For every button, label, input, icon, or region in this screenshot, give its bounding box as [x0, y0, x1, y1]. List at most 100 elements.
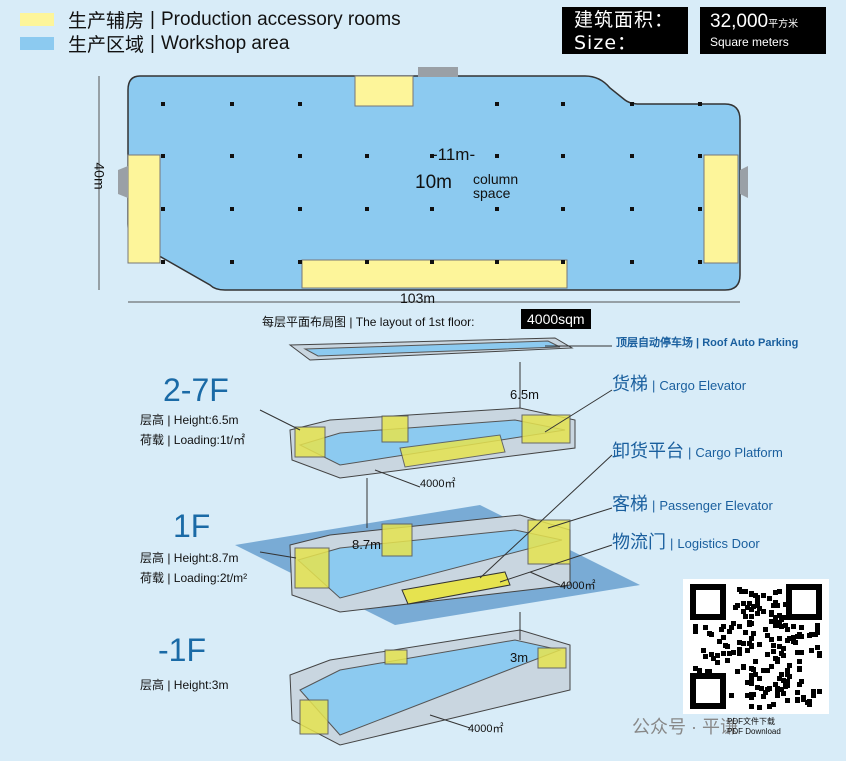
qr-module	[779, 617, 784, 622]
roof-parking-label: 顶层自动停车场 | Roof Auto Parking	[616, 337, 799, 349]
column-marker	[298, 260, 302, 264]
qr-module	[741, 609, 746, 614]
pdf-zh: PDF文件下载	[727, 717, 775, 726]
column-space-text: column space	[473, 172, 518, 200]
qr-module	[775, 693, 780, 698]
basement-gap-label: 3m	[510, 650, 529, 665]
size-label-zh: 建筑面积：	[574, 9, 675, 31]
cargo-elevator-callout: 货梯|Cargo Elevator	[612, 370, 746, 396]
qr-module	[765, 687, 770, 692]
qr-module	[731, 650, 736, 655]
legend-workshop-en: Workshop area	[160, 32, 290, 54]
qr-module	[745, 693, 750, 698]
upper-height: 层高 | Height:6.5m	[140, 413, 239, 427]
qr-module	[777, 613, 782, 618]
passenger-en: Passenger Elevator	[659, 498, 773, 513]
upper-loading: 荷载 | Loading:1t/㎡	[140, 433, 246, 447]
ground-specs: 层高 | Height:8.7m 荷载 | Loading:2t/m²	[140, 548, 247, 588]
qr-module	[743, 589, 748, 594]
logistics-door-callout: 物流门|Logistics Door	[612, 528, 760, 554]
callout-bar: |	[670, 536, 674, 551]
qr-module	[771, 603, 776, 608]
qr-module	[781, 691, 786, 696]
qr-module	[749, 636, 754, 641]
qr-module	[727, 651, 732, 656]
qr-module	[773, 619, 778, 624]
qr-module	[767, 596, 772, 601]
upper-core-long	[399, 434, 506, 468]
legend-workshop: 生产区域 | Workshop area	[20, 30, 289, 57]
qr-module	[775, 686, 780, 691]
qr-module	[749, 666, 754, 671]
qr-module	[749, 681, 754, 686]
qr-module	[779, 624, 784, 629]
qr-module	[777, 636, 782, 641]
column-marker	[298, 207, 302, 211]
qr-module	[751, 604, 756, 609]
area-value: 32,000	[710, 11, 769, 32]
callout-bar: |	[652, 378, 656, 393]
column-marker	[561, 207, 565, 211]
qr-module	[701, 648, 706, 653]
qr-module	[753, 672, 758, 677]
qr-code[interactable]	[683, 579, 829, 714]
column-marker	[298, 154, 302, 158]
legend-accessory: 生产辅房 | Production accessory rooms	[20, 6, 401, 33]
qr-module	[791, 635, 796, 640]
qr-module	[693, 624, 698, 629]
qr-module	[773, 600, 778, 605]
legend-separator: |	[150, 8, 155, 30]
qr-module	[715, 660, 720, 665]
qr-module	[777, 589, 782, 594]
qr-module	[777, 644, 782, 649]
qr-module	[777, 676, 782, 681]
watermark: 公众号 · 平谦	[632, 717, 738, 737]
qr-module	[777, 620, 782, 625]
qr-module	[763, 690, 768, 695]
column-marker	[698, 260, 702, 264]
column-grid	[161, 102, 702, 264]
column-marker	[230, 154, 234, 158]
callout-bar: |	[652, 498, 656, 513]
upper-area-label: 4000㎡	[420, 478, 456, 490]
column-marker	[561, 102, 565, 106]
column-text-1: column	[473, 171, 519, 187]
qr-pattern	[690, 584, 822, 710]
qr-module	[783, 684, 788, 689]
qr-module	[757, 676, 762, 681]
qr-module	[709, 632, 714, 637]
qr-module	[759, 686, 764, 691]
ground-gap-label: 8.7m	[352, 537, 381, 552]
qr-module	[769, 637, 774, 642]
column-marker	[561, 260, 565, 264]
qr-module	[745, 605, 750, 610]
qr-module	[749, 607, 754, 612]
column-marker	[430, 260, 434, 264]
column-marker	[230, 260, 234, 264]
qr-module	[779, 651, 784, 656]
qr-module	[721, 651, 726, 656]
column-marker	[630, 260, 634, 264]
plan-width-label: 103m	[400, 290, 436, 306]
qr-module	[719, 627, 724, 632]
legend-workshop-zh: 生产区域	[68, 35, 145, 56]
qr-module	[709, 652, 714, 657]
column-marker	[161, 207, 165, 211]
qr-module	[765, 633, 770, 638]
qr-module	[693, 629, 698, 634]
qr-module	[745, 680, 750, 685]
entrance-right	[740, 166, 748, 198]
qr-module	[775, 659, 780, 664]
column-marker	[430, 154, 434, 158]
qr-module	[817, 651, 822, 656]
column-marker	[630, 154, 634, 158]
floor-layout-area: 4000sqm	[521, 309, 591, 329]
column-marker	[698, 102, 702, 106]
column-marker	[161, 154, 165, 158]
qr-module	[765, 652, 770, 657]
qr-module	[749, 695, 754, 700]
area-unit-zh: 平方米	[768, 19, 799, 30]
qr-module	[757, 705, 762, 710]
qr-module	[799, 679, 804, 684]
area-value-box: 32,000平方米 Square meters	[700, 7, 826, 54]
